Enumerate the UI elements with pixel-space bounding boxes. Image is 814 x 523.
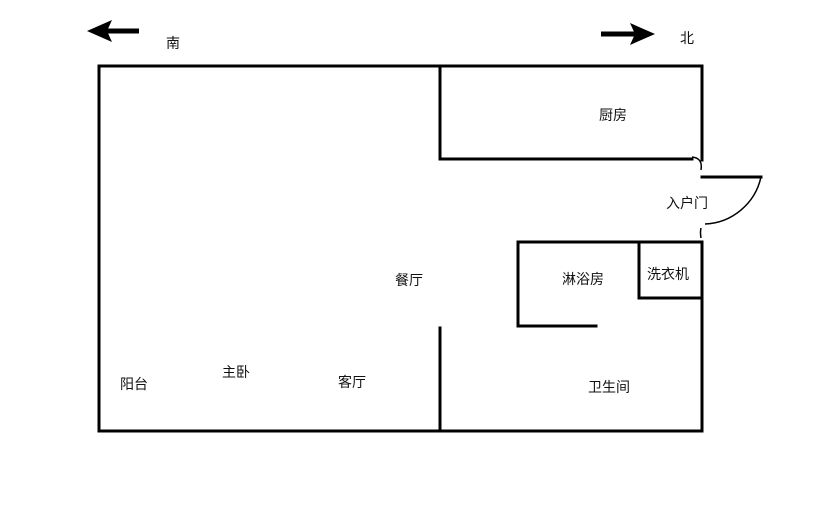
room-label-master-bedroom: 主卧 (222, 365, 250, 381)
door-swing-arc (704, 176, 762, 225)
room-label-kitchen: 厨房 (599, 108, 627, 124)
room-label-shower: 淋浴房 (562, 272, 604, 288)
door-jamb-lower (699, 227, 702, 239)
entrance-door-label: 入户门 (666, 196, 708, 212)
room-label-dining: 餐厅 (395, 273, 423, 289)
washing-machine-label: 洗衣机 (647, 267, 689, 283)
door-jamb-upper (691, 156, 703, 171)
room-label-bathroom: 卫生间 (588, 380, 630, 396)
room-label-balcony: 阳台 (120, 377, 148, 393)
arrow-left-icon (87, 20, 139, 42)
compass-north-label: 北 (680, 31, 694, 47)
arrow-right-icon (601, 23, 655, 45)
compass-south-label: 南 (166, 36, 180, 52)
room-label-living: 客厅 (338, 375, 366, 391)
